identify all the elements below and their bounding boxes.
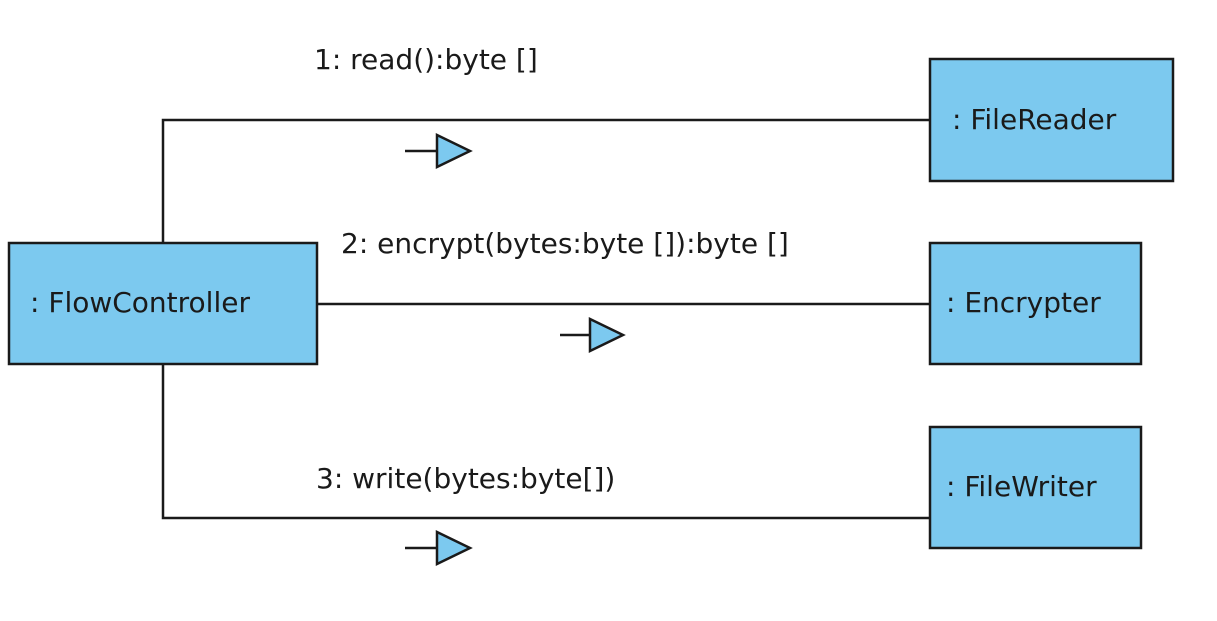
message-arrow-2	[560, 317, 626, 353]
object-encrypter[interactable]: : Encrypter	[928, 241, 1143, 366]
object-filewriter[interactable]: : FileWriter	[928, 425, 1143, 550]
message-arrow-1	[405, 133, 473, 169]
link-controller-reader	[161, 118, 930, 243]
object-flowcontroller-label: : FlowController	[30, 286, 250, 319]
object-filereader[interactable]: : FileReader	[928, 57, 1175, 183]
object-encrypter-label: : Encrypter	[946, 286, 1101, 319]
link-controller-writer	[161, 364, 930, 520]
message-label-1: 1: read():byte []	[314, 43, 538, 76]
message-label-2: 2: encrypt(bytes:byte []):byte []	[341, 227, 789, 260]
message-label-3: 3: write(bytes:byte[])	[316, 462, 615, 495]
object-flowcontroller[interactable]: : FlowController	[7, 241, 319, 366]
object-filereader-label: : FileReader	[952, 103, 1117, 136]
object-filewriter-label: : FileWriter	[946, 470, 1097, 503]
message-arrow-3	[405, 530, 473, 566]
